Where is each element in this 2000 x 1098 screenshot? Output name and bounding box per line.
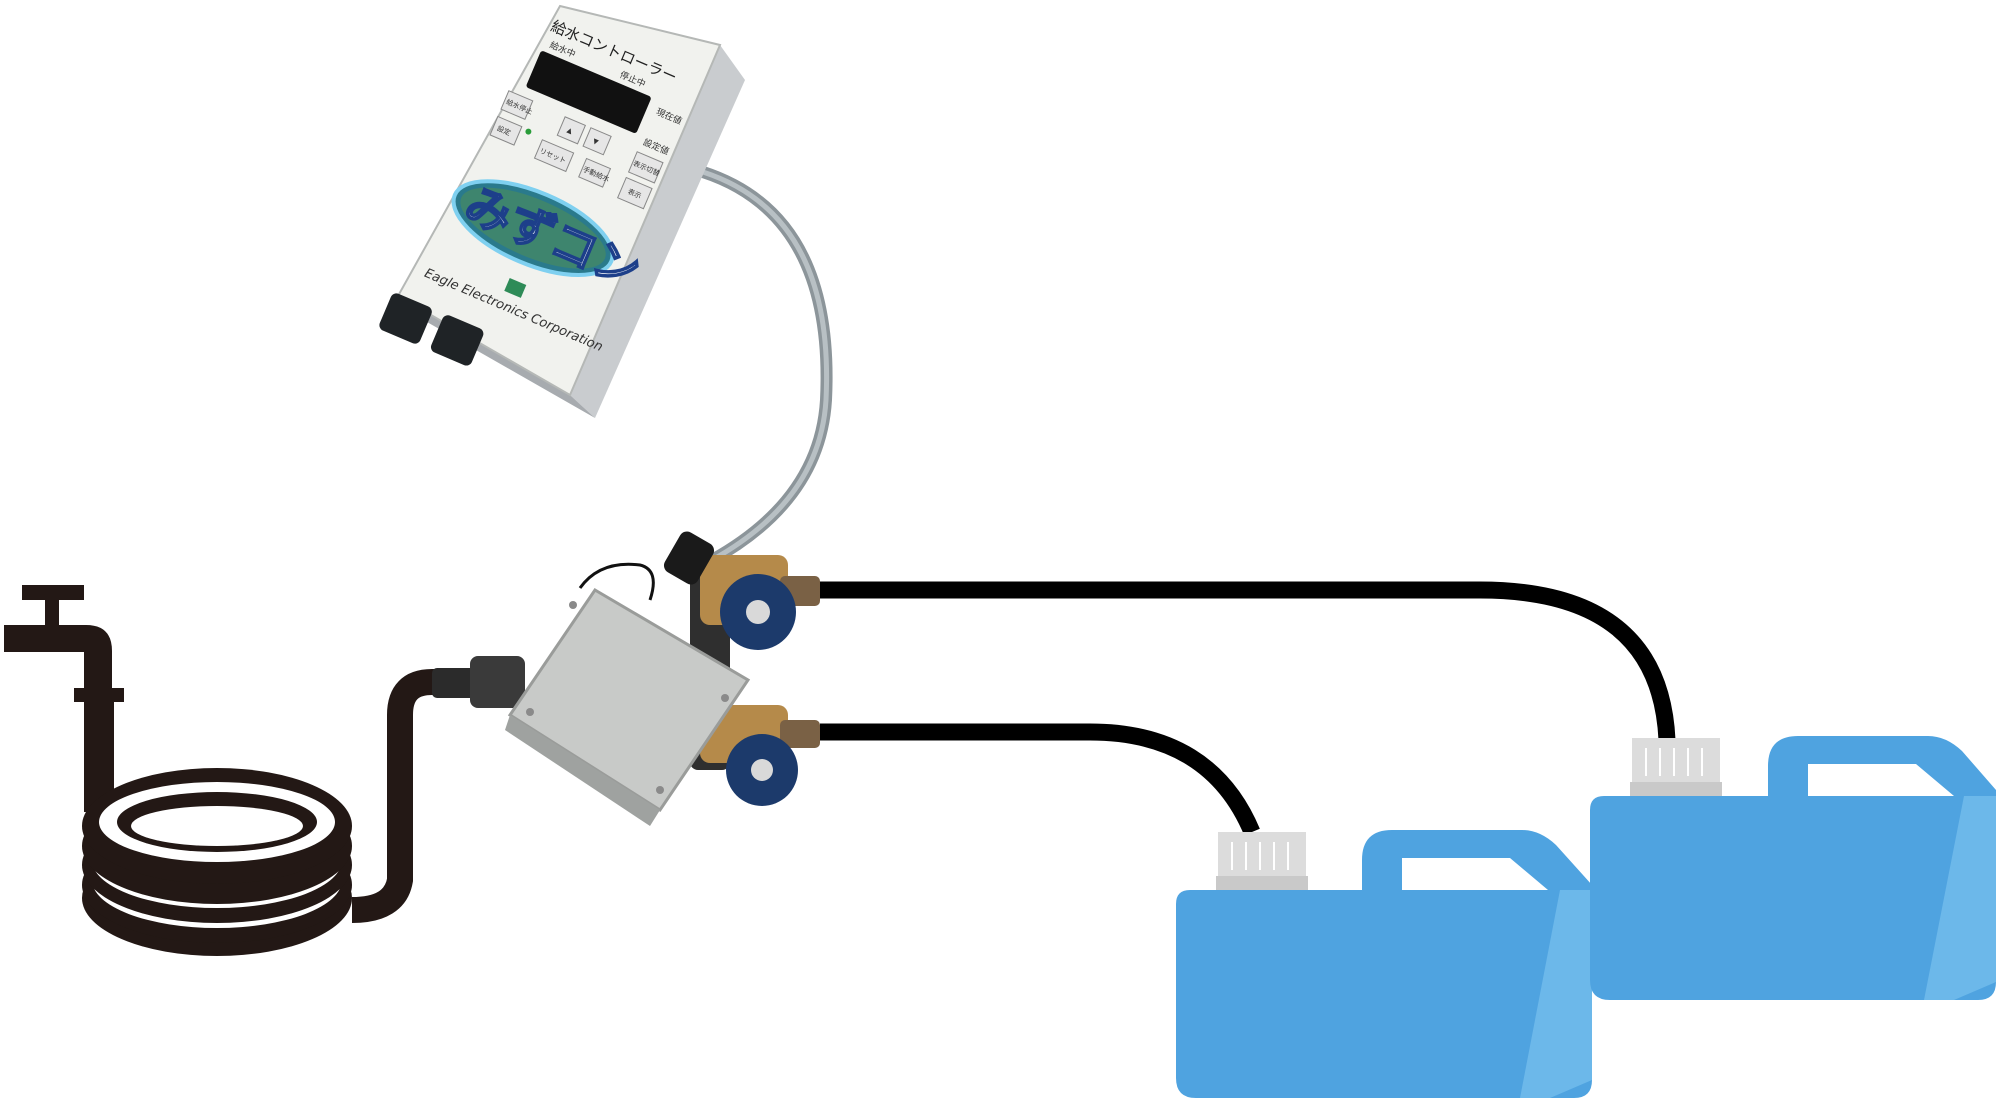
maker-emblem bbox=[504, 277, 527, 298]
svg-text:▲: ▲ bbox=[566, 126, 575, 136]
hose-reel-icon bbox=[82, 669, 470, 956]
tank-2-body bbox=[1590, 736, 1996, 1000]
lower-delivery-hose bbox=[820, 723, 1260, 836]
upper-delivery-hose bbox=[820, 581, 1676, 741]
led-display bbox=[526, 51, 651, 133]
key-display-switch[interactable] bbox=[627, 151, 664, 184]
signal-cable bbox=[697, 166, 833, 566]
key-manual[interactable] bbox=[578, 157, 612, 188]
key-up[interactable] bbox=[556, 116, 587, 145]
water-tank-icon bbox=[1176, 830, 1592, 1098]
tank-1-body bbox=[1176, 830, 1592, 1098]
faucet-icon bbox=[4, 585, 124, 812]
water-controller-device: 給水コントローラー 給水中 停止中 現在値 設定値 給水停止 設定 ▲ ▼ リセ… bbox=[379, 4, 745, 418]
key-display[interactable] bbox=[616, 176, 653, 210]
key-reset[interactable] bbox=[533, 139, 575, 173]
indicator-led bbox=[525, 128, 532, 135]
water-tank-icon bbox=[1590, 736, 1996, 1000]
cable-connector-1 bbox=[379, 293, 432, 344]
solenoid-valve-unit bbox=[432, 531, 820, 826]
cable-connector-2 bbox=[430, 315, 484, 366]
key-down[interactable] bbox=[582, 127, 612, 156]
svg-text:▼: ▼ bbox=[591, 137, 600, 147]
key-stop[interactable] bbox=[500, 90, 534, 120]
key-set[interactable] bbox=[489, 115, 523, 146]
